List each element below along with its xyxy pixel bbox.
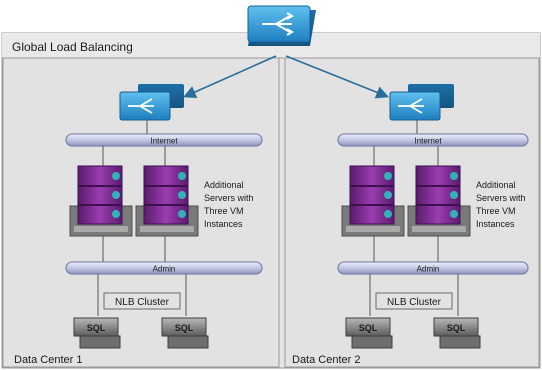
servers-note-line: Instances (204, 219, 243, 229)
nlb-cluster-box (103, 292, 181, 310)
nlb-cluster-label: NLB Cluster (387, 297, 442, 308)
admin-label: Admin (417, 265, 440, 274)
datacenter-2: Internet Additional Servers with Three V… (292, 84, 529, 366)
server-rack-icon (135, 165, 199, 237)
global-load-balancer-icon (247, 5, 316, 46)
sql-server-icon: SQL (73, 317, 121, 349)
servers-note-line: Additional (204, 180, 244, 190)
nlb-cluster-label: NLB Cluster (115, 297, 170, 308)
servers-note-line: Instances (476, 219, 515, 229)
servers-note-line: Three VM (476, 206, 516, 216)
sql-label: SQL (87, 323, 106, 333)
admin-label: Admin (153, 265, 176, 274)
internet-bus (65, 133, 263, 147)
datacenter-1: Internet Additional Servers with Three (14, 84, 263, 366)
admin-bus (65, 261, 263, 275)
internet-bus (337, 133, 529, 147)
datacenter-2-label: Data Center 2 (292, 354, 360, 366)
admin-bus (337, 261, 529, 275)
sql-label: SQL (175, 323, 194, 333)
global-load-balancing-label: Global Load Balancing (12, 40, 133, 54)
server-rack-icon (407, 165, 471, 237)
arrow-icon (183, 55, 277, 98)
sql-label: SQL (447, 323, 466, 333)
sql-server-icon: SQL (161, 317, 209, 349)
servers-note-line: Three VM (204, 206, 244, 216)
load-balancer-icon (389, 84, 454, 121)
sql-server-icon: SQL (345, 317, 393, 349)
nlb-cluster-box (375, 292, 453, 310)
sql-server-icon: SQL (433, 317, 481, 349)
servers-note-line: Servers with (204, 193, 254, 203)
servers-note-line: Servers with (476, 193, 526, 203)
internet-label: Internet (150, 137, 178, 146)
arrow-icon (285, 55, 389, 99)
servers-note-line: Additional (476, 180, 516, 190)
server-rack-icon (69, 165, 133, 237)
internet-label: Internet (414, 137, 442, 146)
sql-label: SQL (359, 323, 378, 333)
server-rack-icon (341, 165, 405, 237)
load-balancer-icon (119, 84, 184, 121)
datacenter-1-label: Data Center 1 (14, 354, 82, 366)
